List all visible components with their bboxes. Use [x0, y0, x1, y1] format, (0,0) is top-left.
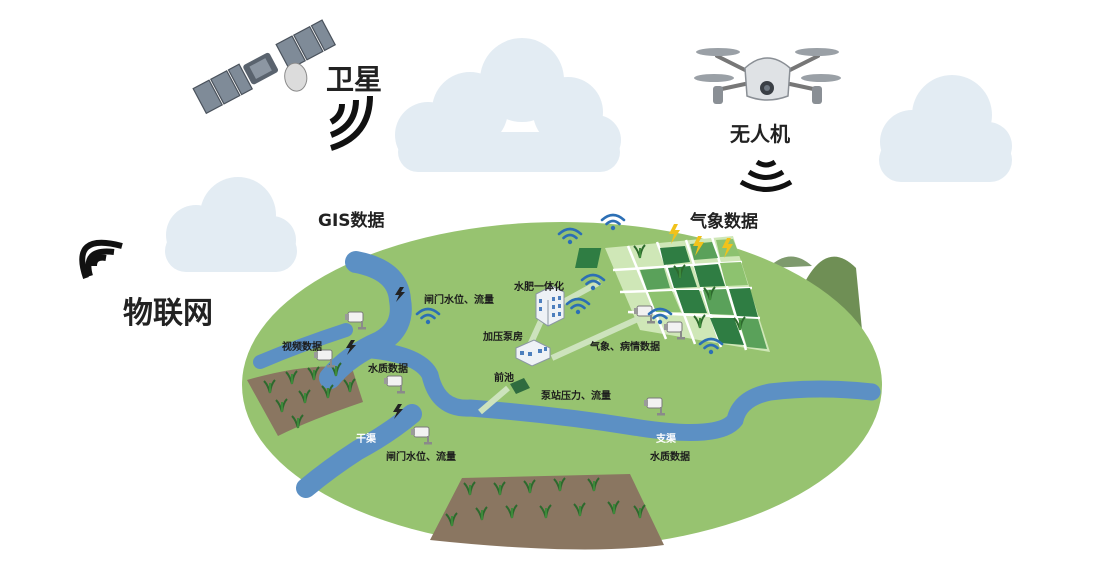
gate-level-bottom-label: 闸门水位、流量 — [386, 452, 456, 463]
front-pool-icon — [510, 378, 530, 394]
booster-pump-label: 加压泵房 — [483, 332, 523, 343]
cloud-center — [395, 38, 621, 172]
gis-label: GIS数据 — [318, 211, 385, 231]
cloud-right — [879, 75, 1012, 182]
drone-icon — [694, 48, 841, 104]
satellite-signal-icon — [329, 95, 373, 151]
cloud-left — [165, 177, 297, 272]
crop-field-grid — [575, 236, 770, 352]
iot-label: 物联网 — [123, 296, 213, 331]
gate-level-top-label: 闸门水位、流量 — [424, 295, 494, 306]
drone-label: 无人机 — [730, 122, 790, 146]
weather-label: 气象数据 — [690, 212, 758, 232]
video-data-label: 视频数据 — [282, 342, 322, 353]
weather-pest-label: 气象、病情数据 — [590, 342, 660, 353]
water-quality-left-label: 水质数据 — [368, 364, 408, 375]
river-network — [253, 251, 881, 498]
pump-house-icon — [515, 339, 551, 367]
satellite-icon — [192, 19, 337, 115]
fertigation-label: 水肥一体化 — [514, 282, 564, 293]
satellite-label: 卫星 — [326, 63, 383, 96]
front-pool-label: 前池 — [494, 373, 514, 384]
pump-pressure-label: 泵站压力、流量 — [541, 391, 611, 402]
branch-canal-label: 支渠 — [656, 434, 676, 445]
fertigation-building-icon — [535, 285, 565, 327]
small-lightning-icons — [346, 287, 405, 419]
iot-signal-icon — [79, 239, 123, 279]
lightning-icons — [669, 224, 733, 258]
trunk-canal-label: 干渠 — [356, 434, 376, 445]
water-quality-right-label: 水质数据 — [650, 452, 690, 463]
drone-signal-icon — [739, 159, 793, 192]
